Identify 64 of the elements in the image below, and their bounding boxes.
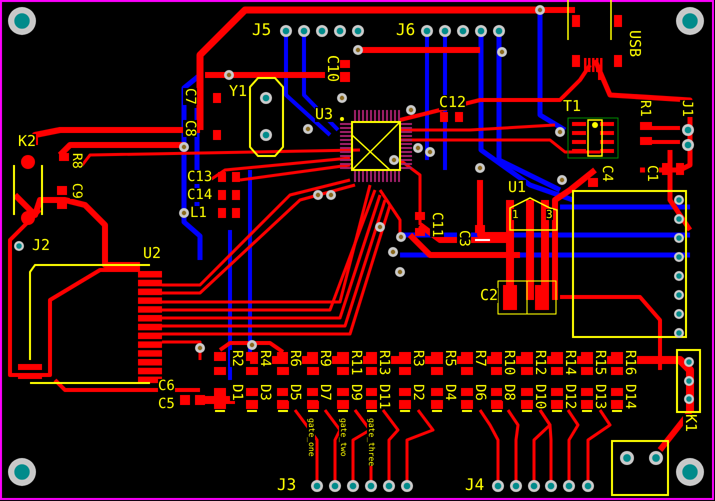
reference-designator: C10 (325, 55, 340, 82)
reference-designator: J2 (32, 238, 50, 253)
reference-designator: J1 (680, 100, 694, 117)
reference-designator: D12 (563, 384, 577, 410)
reference-designator: C4 (600, 165, 614, 182)
reference-designator: C3 (457, 230, 471, 247)
reference-designator: U3 (315, 107, 334, 122)
reference-designator: R8 (70, 153, 83, 169)
reference-designator: R3 (411, 350, 425, 367)
pin-number: 1 (512, 209, 519, 220)
reference-designator: K1 (683, 414, 698, 432)
reference-designator: C1 (645, 165, 659, 182)
reference-designator: R12 (533, 350, 547, 376)
reference-designator: U2 (143, 246, 162, 261)
reference-designator: J3 (277, 477, 296, 493)
reference-designator: USB (627, 30, 642, 58)
reference-designator: C9 (70, 183, 83, 199)
silkscreen-text: gate_one (307, 418, 315, 457)
reference-designator: C7 (183, 88, 197, 105)
reference-designator: R10 (502, 350, 516, 376)
reference-designator: R15 (593, 350, 607, 376)
reference-designator: Y1 (229, 84, 248, 99)
reference-designator: D14 (623, 384, 637, 410)
silkscreen-text: gate_three (367, 418, 375, 466)
reference-designator: D3 (258, 384, 272, 401)
reference-designator: R2 (230, 350, 244, 367)
reference-designator: C5 (158, 397, 175, 411)
reference-designator: U1 (508, 180, 526, 195)
reference-designator: D5 (288, 384, 302, 401)
reference-designator: D7 (318, 384, 332, 401)
reference-designator: D11 (377, 384, 391, 410)
reference-designator: R7 (473, 350, 487, 367)
reference-designator: D9 (349, 384, 363, 401)
reference-designator: C6 (158, 379, 175, 393)
reference-designator: J6 (396, 22, 416, 38)
reference-designator: C14 (187, 188, 212, 202)
reference-designator: R1 (638, 100, 652, 117)
reference-designator: R6 (288, 350, 302, 367)
reference-designator: D8 (502, 384, 516, 401)
reference-designator: R16 (623, 350, 637, 376)
reference-designator: D4 (443, 384, 457, 401)
reference-designator: R4 (258, 350, 272, 367)
reference-designator: L1 (190, 206, 207, 220)
reference-designator: J4 (465, 477, 484, 493)
reference-designator: C8 (183, 120, 197, 137)
reference-designator: C11 (430, 212, 444, 238)
reference-designator: R5 (443, 350, 457, 367)
reference-designator: J5 (252, 22, 272, 38)
reference-designator: K2 (18, 134, 36, 149)
reference-designator: R13 (377, 350, 391, 376)
reference-designator: C12 (439, 95, 466, 110)
reference-designator: C13 (187, 170, 212, 184)
reference-designator: D1 (230, 384, 244, 401)
reference-designator: T1 (563, 99, 582, 114)
reference-designator: R14 (563, 350, 577, 376)
reference-designator: D13 (593, 384, 607, 410)
reference-designator: D6 (473, 384, 487, 401)
reference-designator: R11 (349, 350, 363, 376)
reference-designator: D2 (411, 384, 425, 401)
reference-designator: R9 (318, 350, 332, 367)
reference-designator: C2 (480, 288, 498, 303)
reference-designator: D10 (533, 384, 547, 410)
pin-number: 3 (546, 209, 553, 220)
silkscreen-text: gate_two (339, 418, 347, 457)
